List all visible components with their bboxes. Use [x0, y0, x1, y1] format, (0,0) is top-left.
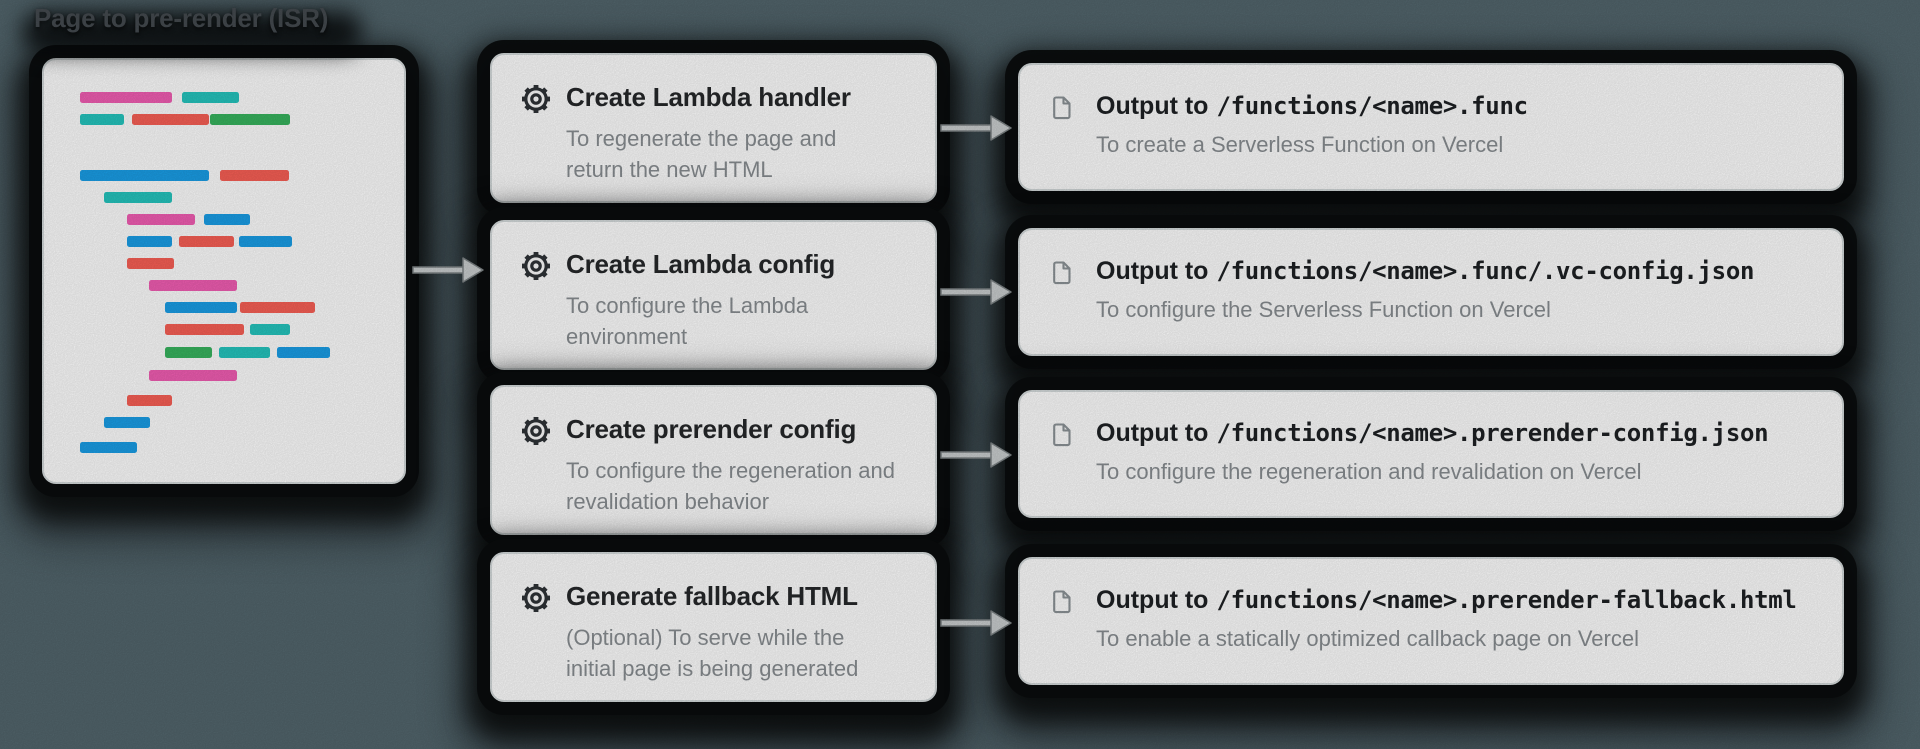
code-line-bar	[210, 114, 290, 125]
step-text: Create Lambda config To configure the La…	[566, 248, 896, 368]
code-line-bar	[104, 417, 150, 428]
output-prefix: Output to	[1096, 419, 1209, 447]
step-text: Create Lambda handler To regenerate the …	[566, 81, 896, 201]
step-description: To configure the Lambda environment	[566, 293, 809, 349]
code-line-bar	[219, 347, 270, 358]
code-line-bar	[240, 302, 315, 313]
arrow-right-icon	[940, 610, 1012, 636]
output-text: Output to/functions/<name>.func/.vc-conf…	[1096, 256, 1754, 354]
code-page-card	[42, 58, 406, 484]
output-card-func: Output to/functions/<name>.func To creat…	[1018, 63, 1844, 191]
output-title: Output to/functions/<name>.prerender-fal…	[1096, 585, 1797, 615]
output-title: Output to/functions/<name>.func	[1096, 91, 1528, 121]
code-line-bar	[165, 302, 237, 313]
output-description: To enable a statically optimized callbac…	[1096, 626, 1639, 651]
step-card-create-prerender-config: Create prerender config To configure the…	[490, 385, 937, 535]
code-line-bar	[127, 214, 195, 225]
output-prefix: Output to	[1096, 586, 1209, 614]
output-description: To configure the regeneration and revali…	[1096, 459, 1642, 484]
output-description: To configure the Serverless Function on …	[1096, 297, 1551, 322]
step-description: To regenerate the page and return the ne…	[566, 126, 837, 182]
gear-icon	[522, 85, 550, 113]
output-text: Output to/functions/<name>.prerender-con…	[1096, 418, 1769, 516]
step-card-create-lambda-config: Create Lambda config To configure the La…	[490, 220, 937, 370]
output-card-vc-config: Output to/functions/<name>.func/.vc-conf…	[1018, 228, 1844, 356]
code-line-bar	[149, 280, 237, 291]
output-prefix: Output to	[1096, 257, 1209, 285]
code-line-bar	[165, 324, 244, 335]
code-line-bar	[80, 170, 209, 181]
output-title: Output to/functions/<name>.prerender-con…	[1096, 418, 1769, 448]
gear-icon	[522, 584, 550, 612]
arrow-right-icon	[412, 257, 484, 283]
step-title: Generate fallback HTML	[566, 581, 858, 611]
page-title-wrap: Page to pre-render (ISR)	[22, 3, 362, 53]
gear-icon	[522, 417, 550, 445]
output-path: /functions/<name>.func	[1216, 92, 1528, 120]
code-line-bar	[127, 258, 174, 269]
step-title: Create prerender config	[566, 414, 857, 444]
code-line-bar	[127, 236, 172, 247]
code-line-bar	[277, 347, 330, 358]
output-text: Output to/functions/<name>.prerender-fal…	[1096, 585, 1797, 683]
file-icon	[1053, 423, 1071, 447]
output-path: /functions/<name>.prerender-config.json	[1216, 419, 1769, 447]
code-line-bar	[104, 192, 172, 203]
code-line-bar	[204, 214, 250, 225]
step-title: Create Lambda config	[566, 249, 836, 279]
output-description: To create a Serverless Function on Verce…	[1096, 132, 1504, 157]
arrow-right-icon	[940, 442, 1012, 468]
code-line-bar	[220, 170, 289, 181]
output-card-prerender-fallback: Output to/functions/<name>.prerender-fal…	[1018, 557, 1844, 685]
step-card-create-lambda-handler: Create Lambda handler To regenerate the …	[490, 53, 937, 203]
output-path: /functions/<name>.func/.vc-config.json	[1216, 257, 1755, 285]
step-text: Create prerender config To configure the…	[566, 413, 896, 533]
page-title: Page to pre-render (ISR)	[34, 3, 329, 33]
step-description: To configure the regeneration and revali…	[566, 458, 896, 514]
step-text: Generate fallback HTML (Optional) To ser…	[566, 580, 896, 700]
code-line-bar	[239, 236, 292, 247]
file-icon	[1053, 96, 1071, 120]
code-line-bar	[165, 347, 212, 358]
code-line-bar	[179, 236, 234, 247]
step-description: (Optional) To serve while the initial pa…	[566, 625, 859, 681]
step-title: Create Lambda handler	[566, 82, 851, 112]
code-line-bar	[127, 395, 172, 406]
code-line-bar	[132, 114, 209, 125]
output-card-prerender-config: Output to/functions/<name>.prerender-con…	[1018, 390, 1844, 518]
step-card-generate-fallback-html: Generate fallback HTML (Optional) To ser…	[490, 552, 937, 702]
file-icon	[1053, 590, 1071, 614]
arrow-right-icon	[940, 279, 1012, 305]
code-line-bar	[80, 92, 172, 103]
code-line-bar	[149, 370, 237, 381]
code-line-bar	[80, 442, 137, 453]
output-path: /functions/<name>.prerender-fallback.htm…	[1216, 586, 1797, 614]
output-title: Output to/functions/<name>.func/.vc-conf…	[1096, 256, 1754, 286]
code-line-bar	[182, 92, 239, 103]
output-prefix: Output to	[1096, 92, 1209, 120]
code-line-bar	[80, 114, 124, 125]
gear-icon	[522, 252, 550, 280]
code-line-bar	[250, 324, 290, 335]
file-icon	[1053, 261, 1071, 285]
arrow-right-icon	[940, 115, 1012, 141]
output-text: Output to/functions/<name>.func To creat…	[1096, 91, 1528, 189]
